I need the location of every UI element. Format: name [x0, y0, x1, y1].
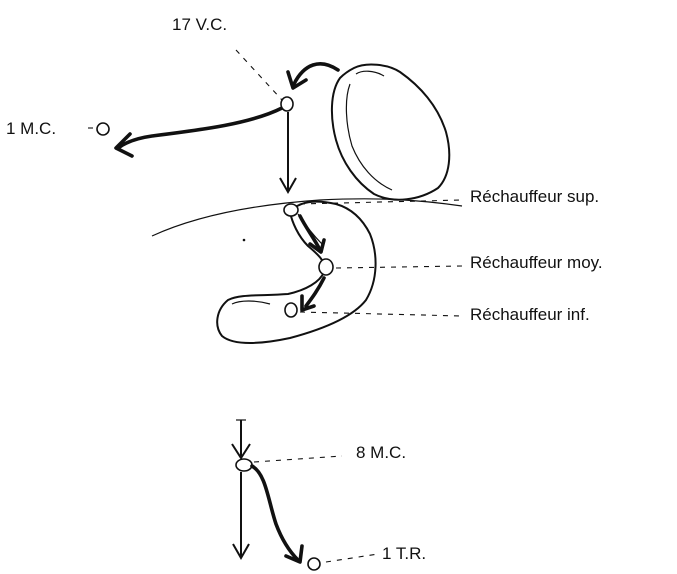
point-top: [281, 97, 293, 111]
arrow-lower-to-bottom-point: [252, 466, 298, 560]
leader-top-point: [236, 50, 282, 100]
label-top-point: 17 V.C.: [172, 16, 227, 33]
small-dot: [243, 239, 246, 242]
point-middle-heater: [319, 259, 333, 275]
arrow-organ-to-top-point: [294, 64, 338, 84]
label-left-point: 1 M.C.: [6, 120, 56, 137]
leader-middle-heater: [336, 266, 462, 268]
point-lower: [236, 459, 252, 471]
leader-lower-heater: [300, 312, 462, 316]
label-upper-heater: Réchauffeur sup.: [470, 188, 599, 205]
leader-lower-point: [254, 456, 342, 462]
point-left: [97, 123, 109, 135]
label-lower-heater: Réchauffeur inf.: [470, 306, 590, 323]
leader-bottom-point: [326, 554, 378, 562]
point-lower-heater: [285, 303, 297, 317]
point-upper-heater: [284, 204, 298, 216]
point-bottom: [308, 558, 320, 570]
arrow-top-to-left-point: [118, 108, 282, 148]
label-lower-point: 8 M.C.: [356, 444, 406, 461]
upper-organ: [332, 65, 449, 200]
label-middle-heater: Réchauffeur moy.: [470, 254, 603, 271]
stomach-organ: [217, 202, 375, 343]
label-bottom-point: 1 T.R.: [382, 545, 426, 562]
